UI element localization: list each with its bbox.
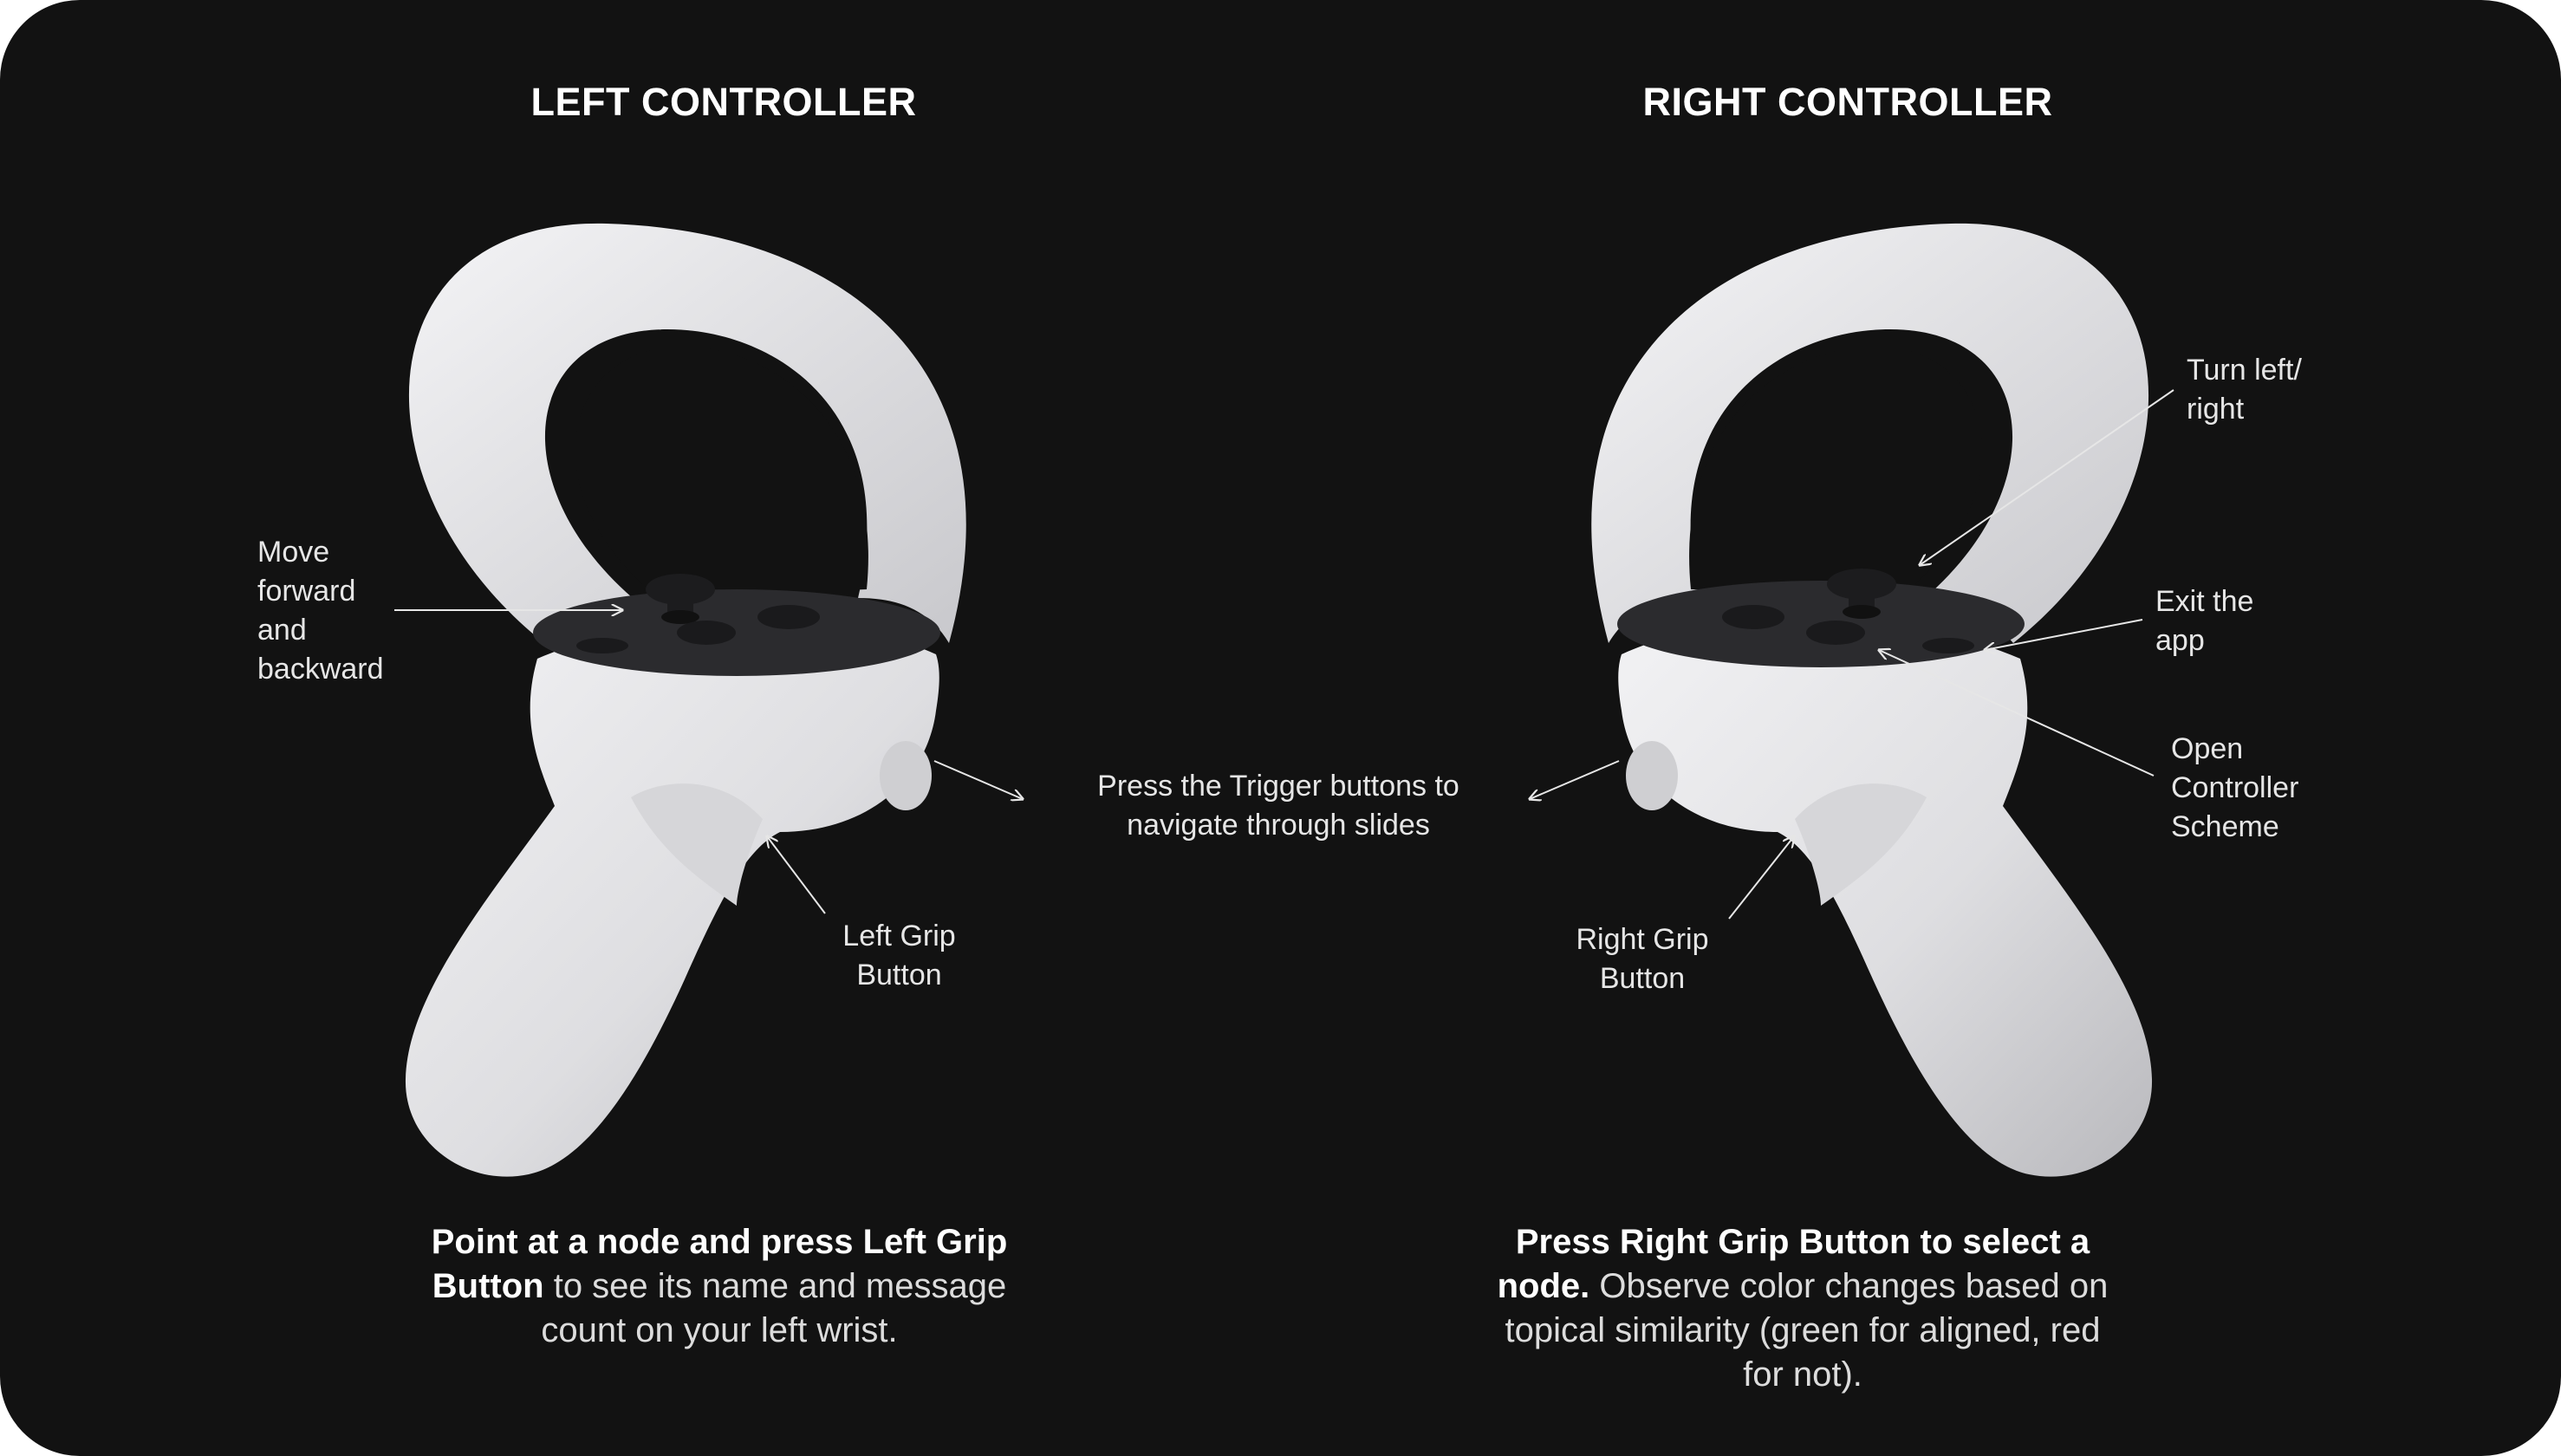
right-controller-image (1591, 223, 2153, 1177)
right-ring (1591, 223, 2149, 643)
arrow-trigger-left (933, 760, 1023, 799)
right-caption: Press Right Grip Button to select a node… (1497, 1223, 2109, 1394)
label-right-grip: Right Grip Button (1576, 923, 1709, 995)
right-controller-title: RIGHT CONTROLLER (1642, 80, 2053, 124)
left-button-y (757, 605, 820, 629)
right-button-a (1806, 621, 1865, 645)
label-move: Move forward and backward (257, 536, 384, 686)
left-controller-image (405, 223, 966, 1177)
right-menu-button (1922, 638, 1974, 653)
right-grip-trigger (1795, 783, 1927, 906)
left-ring (408, 223, 966, 643)
arrow-exit (1985, 619, 2143, 650)
label-exit: Exit the app (2155, 585, 2254, 657)
left-caption: Point at a node and press Left Grip Butt… (431, 1223, 1008, 1349)
label-left-grip: Left Grip Button (842, 920, 956, 991)
arrow-trigger-right (1530, 760, 1620, 799)
leader-lines (394, 389, 2174, 920)
right-button-b (1722, 605, 1784, 629)
arrow-left-grip (767, 836, 826, 914)
left-button-plate (533, 589, 940, 676)
arrow-scheme (1879, 650, 2155, 777)
label-turn: Turn left/ right (2187, 354, 2302, 426)
left-controller-title: LEFT CONTROLLER (530, 80, 917, 124)
left-grip-body (405, 619, 939, 1177)
left-grip-trigger (631, 783, 763, 906)
label-trigger: Press the Trigger buttons to navigate th… (1097, 770, 1459, 842)
arrow-turn (1920, 389, 2174, 565)
label-scheme: Open Controller Scheme (2171, 732, 2299, 843)
arrow-right-grip (1728, 836, 1794, 920)
left-button-x (677, 621, 736, 645)
right-grip-body (1618, 619, 2153, 1177)
